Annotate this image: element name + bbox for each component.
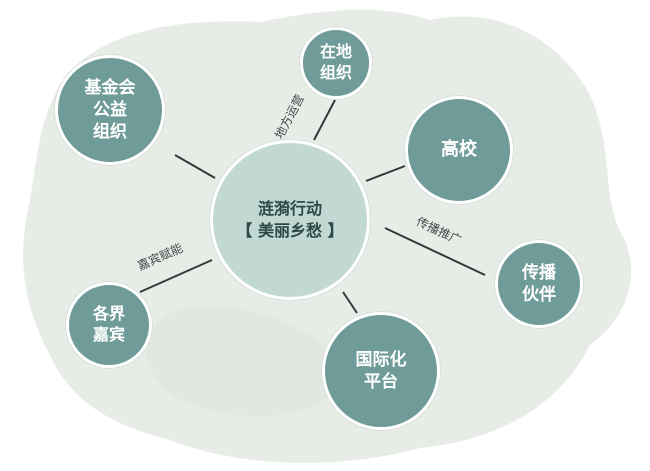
node-label: 基金会 公益 组织 [84, 77, 136, 143]
background-blob-inner [146, 306, 342, 417]
node-guoji: 国际化 平台 [322, 312, 440, 430]
line-jijinhui [174, 154, 216, 179]
node-zaidi: 在地 组织 [300, 27, 372, 99]
node-center: 涟漪行动 【 美丽乡愁 】 [210, 140, 370, 300]
line-guoji [342, 291, 358, 314]
node-label: 国际化 平台 [355, 349, 407, 392]
node-gejie: 各界 嘉宾 [66, 282, 152, 368]
node-label: 各界 嘉宾 [92, 304, 125, 344]
line-chuanbo [384, 227, 486, 276]
center-title: 涟漪行动 [257, 198, 322, 218]
connector-lines [139, 99, 486, 314]
line-gaoxiao [365, 165, 406, 182]
center-subtitle: 【 美丽乡愁 】 [236, 221, 344, 240]
line-zaidi [313, 99, 336, 141]
node-jijinhui: 基金会 公益 组织 [55, 55, 165, 165]
node-chuanbo: 传播 伙伴 [495, 240, 583, 328]
line-gejie [139, 259, 213, 293]
node-label: 高校 [441, 139, 477, 161]
node-label: 传播 伙伴 [522, 262, 556, 305]
node-gaoxiao: 高校 [405, 96, 513, 204]
node-label: 在地 组织 [319, 42, 352, 82]
